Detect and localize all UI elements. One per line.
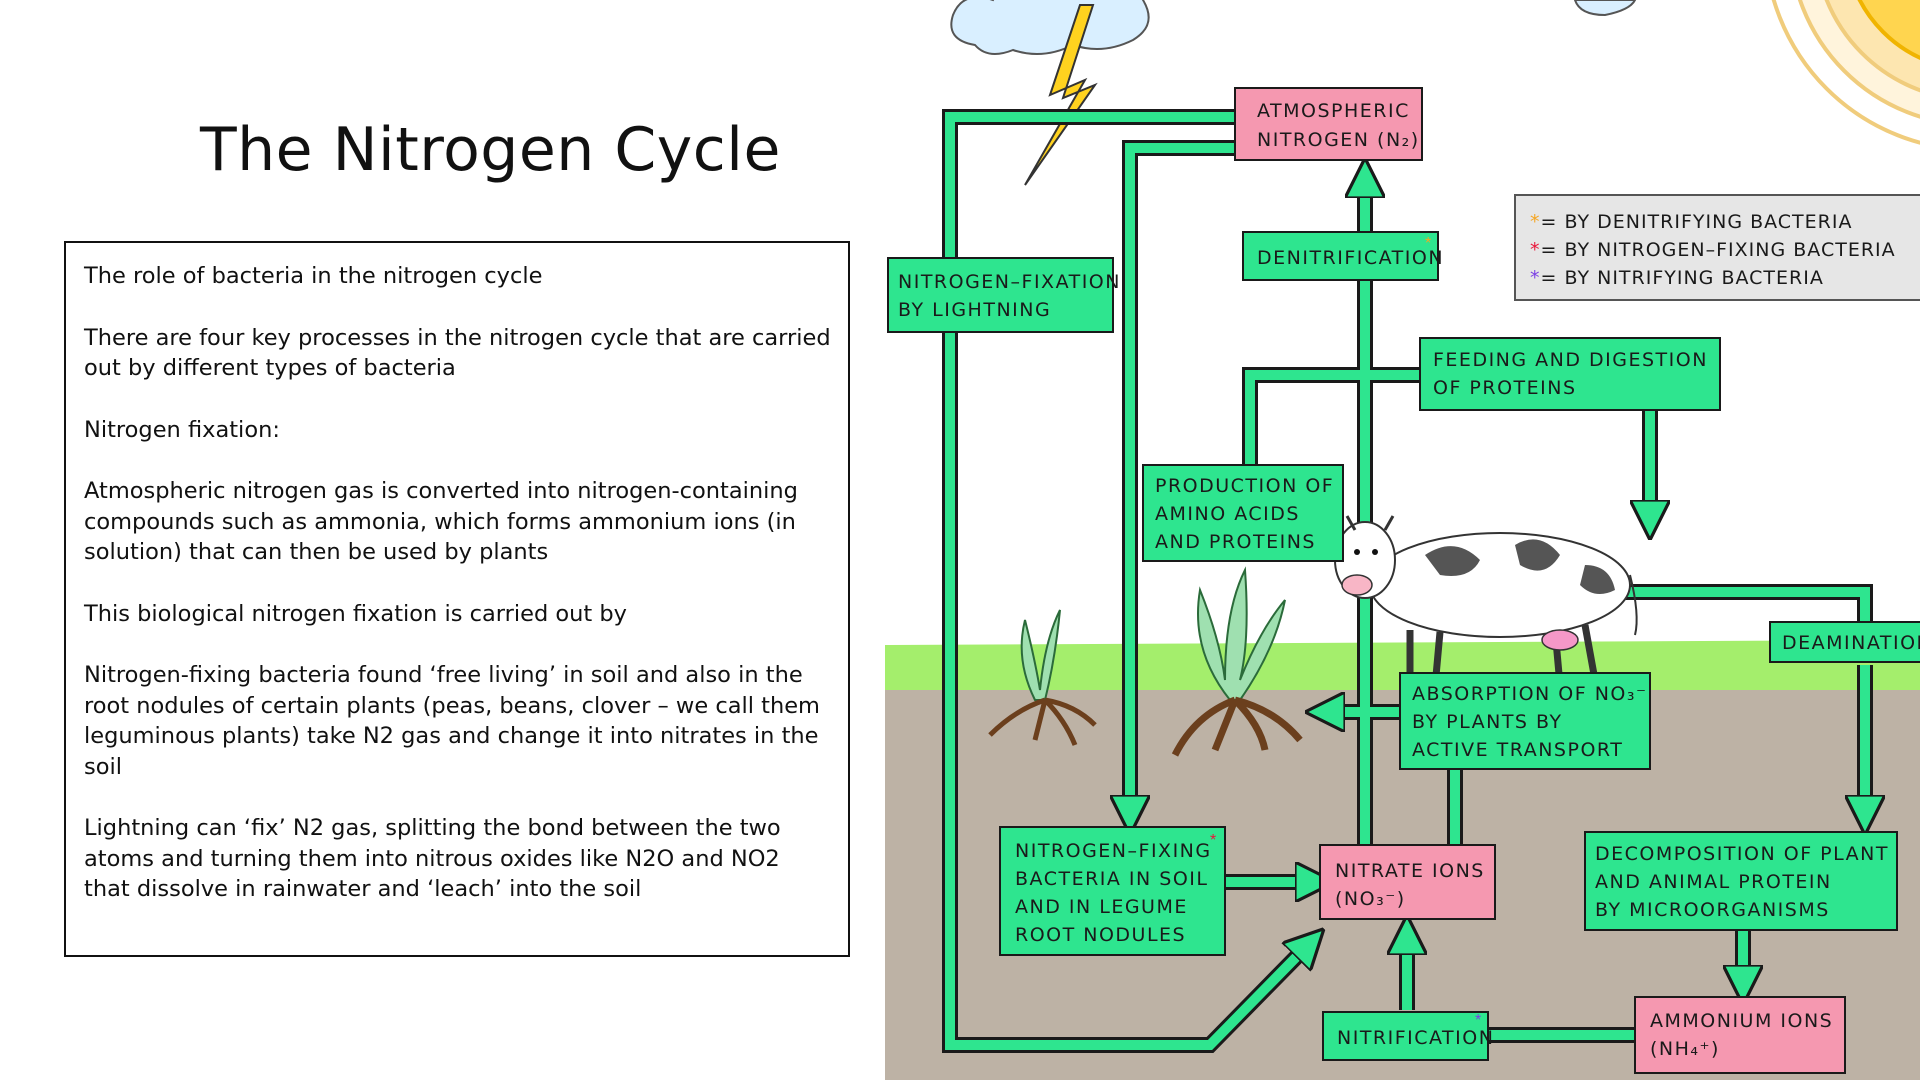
box-feeding-digestion: FEEDING AND DIGESTION OF PROTEINS <box>1419 337 1721 411</box>
cloud-icon <box>1573 0 1637 17</box>
svg-text:PRODUCTION OF: PRODUCTION OF <box>1155 475 1334 497</box>
box-decomposition: DECOMPOSITION OF PLANT AND ANIMAL PROTEI… <box>1584 831 1898 931</box>
legend-nitrogen-fixing: = BY NITROGEN–FIXING BACTERIA <box>1541 239 1896 261</box>
legend: *= BY DENITRIFYING BACTERIA *= BY NITROG… <box>1514 194 1920 301</box>
cloud-icon <box>950 0 1150 55</box>
svg-text:BACTERIA IN SOIL: BACTERIA IN SOIL <box>1015 868 1208 890</box>
box-absorption: ABSORPTION OF NO₃⁻ BY PLANTS BY ACTIVE T… <box>1399 672 1651 770</box>
svg-text:*= BY NITRIFYING BACTERIA: *= BY NITRIFYING BACTERIA <box>1530 267 1824 289</box>
svg-text:AND IN LEGUME: AND IN LEGUME <box>1015 896 1188 918</box>
cow-icon <box>1334 515 1638 688</box>
svg-text:NITROGEN (N₂): NITROGEN (N₂) <box>1257 129 1420 151</box>
paragraph-lightning: Lightning can ‘fix’ N2 gas, splitting th… <box>84 815 781 902</box>
box-denitrification: DENITRIFICATION * <box>1242 231 1444 281</box>
legend-denitrifying: = BY DENITRIFYING BACTERIA <box>1541 211 1853 233</box>
box-nitrate-ions: NITRATE IONS (NO₃⁻) <box>1319 844 1496 920</box>
svg-text:BY PLANTS BY: BY PLANTS BY <box>1412 711 1563 733</box>
pipe-feeding-to-production <box>1242 367 1420 465</box>
box-nitrogen-fixing-bacteria: NITROGEN–FIXING BACTERIA IN SOIL AND IN … <box>999 826 1226 956</box>
legend-nitrifying: = BY NITRIFYING BACTERIA <box>1541 267 1824 289</box>
svg-text:*= BY NITROGEN–FIXING BACT: *= BY NITROGEN–FIXING BACTERIA <box>1530 239 1896 261</box>
sun-icon <box>1771 0 1920 145</box>
box-nitrogen-fixation-lightning: NITROGEN–FIXATION BY LIGHTNING <box>887 257 1121 333</box>
box-production-amino-acids: PRODUCTION OF AMINO ACIDS AND PROTEINS <box>1142 464 1344 562</box>
slide-title: The Nitrogen Cycle <box>200 115 781 185</box>
svg-text:AMMONIUM IONS: AMMONIUM IONS <box>1650 1010 1833 1032</box>
text-box[interactable]: The role of bacteria in the nitrogen cyc… <box>64 241 850 957</box>
paragraph-four-processes: There are four key processes in the nitr… <box>84 324 831 382</box>
svg-text:NITROGEN–FIXING: NITROGEN–FIXING <box>1015 840 1212 862</box>
svg-text:DEAMINATION: DEAMINATION <box>1782 632 1920 654</box>
nitrogen-cycle-diagram: *= BY DENITRIFYING BACTERIA *= BY NITROG… <box>885 0 1920 1080</box>
svg-text:FEEDING AND DIGESTION: FEEDING AND DIGESTION <box>1433 349 1708 371</box>
svg-text:DENITRIFICATION: DENITRIFICATION <box>1257 247 1444 269</box>
svg-text:NITROGEN–FIXATION: NITROGEN–FIXATION <box>898 271 1121 293</box>
svg-text:(NH₄⁺): (NH₄⁺) <box>1650 1038 1720 1060</box>
paragraph-nitrogen-fixing-bacteria: Nitrogen-fixing bacteria found ‘free liv… <box>84 662 820 780</box>
svg-text:*: * <box>1475 1012 1481 1029</box>
svg-text:BY LIGHTNING: BY LIGHTNING <box>898 299 1051 321</box>
svg-text:NITRATE IONS: NITRATE IONS <box>1335 860 1485 882</box>
paragraph-atmospheric-conversion: Atmospheric nitrogen gas is converted in… <box>84 478 798 565</box>
box-deamination: DEAMINATION <box>1769 621 1920 663</box>
paragraph-heading: The role of bacteria in the nitrogen cyc… <box>84 263 543 289</box>
svg-text:BY MICROORGANISMS: BY MICROORGANISMS <box>1595 899 1830 921</box>
svg-text:(NO₃⁻): (NO₃⁻) <box>1335 888 1406 910</box>
svg-text:AND PROTEINS: AND PROTEINS <box>1155 531 1316 553</box>
svg-text:AMINO ACIDS: AMINO ACIDS <box>1155 503 1300 525</box>
svg-text:ABSORPTION OF NO₃⁻: ABSORPTION OF NO₃⁻ <box>1412 683 1648 705</box>
svg-text:NITRIFICATION: NITRIFICATION <box>1337 1027 1494 1049</box>
svg-text:ACTIVE TRANSPORT: ACTIVE TRANSPORT <box>1412 739 1623 761</box>
plant-small-icon <box>988 609 1097 746</box>
box-atmospheric-nitrogen: ATMOSPHERIC NITROGEN (N₂) <box>1234 87 1423 161</box>
grass-strip <box>885 640 1920 690</box>
plant-large-icon <box>1171 566 1303 757</box>
svg-text:DECOMPOSITION OF PLANT: DECOMPOSITION OF PLANT <box>1595 843 1889 865</box>
svg-text:*: * <box>1210 832 1216 849</box>
svg-text:OF PROTEINS: OF PROTEINS <box>1433 377 1577 399</box>
box-ammonium-ions: AMMONIUM IONS (NH₄⁺) <box>1634 996 1846 1074</box>
svg-text:ATMOSPHERIC: ATMOSPHERIC <box>1257 100 1410 122</box>
svg-text:ROOT NODULES: ROOT NODULES <box>1015 924 1186 946</box>
paragraph-nitrogen-fixation-heading: Nitrogen fixation: <box>84 416 280 443</box>
svg-text:*= BY DENITRIFYING BACTERI: *= BY DENITRIFYING BACTERIA <box>1530 211 1852 233</box>
svg-text:*: * <box>1425 235 1431 252</box>
paragraph-carried-out-by: This biological nitrogen fixation is car… <box>84 600 627 627</box>
box-nitrification: NITRIFICATION * <box>1322 1011 1494 1061</box>
svg-text:AND ANIMAL PROTEIN: AND ANIMAL PROTEIN <box>1595 871 1832 893</box>
lightning-bolt-icon <box>1024 4 1098 186</box>
